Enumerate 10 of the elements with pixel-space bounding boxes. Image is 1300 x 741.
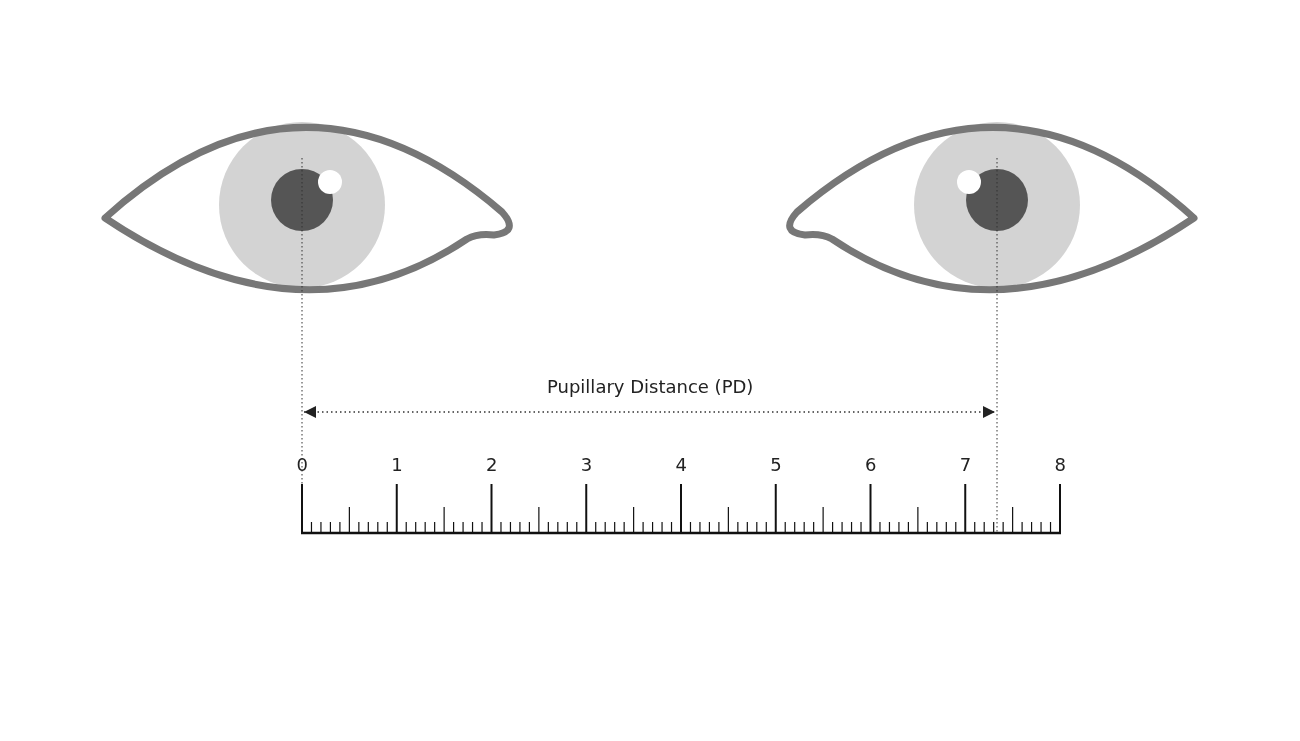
- scale-number: 0: [296, 456, 308, 474]
- scale-number: 1: [391, 456, 403, 474]
- scale-number: 6: [865, 456, 877, 474]
- dimension-label: Pupillary Distance (PD): [547, 378, 754, 396]
- scale-number: 4: [675, 456, 687, 474]
- scale-number: 8: [1054, 456, 1066, 474]
- scale-number: 2: [486, 456, 498, 474]
- scale-number: 5: [770, 456, 782, 474]
- scale-number: 7: [959, 456, 972, 474]
- scale-number: 3: [580, 456, 593, 474]
